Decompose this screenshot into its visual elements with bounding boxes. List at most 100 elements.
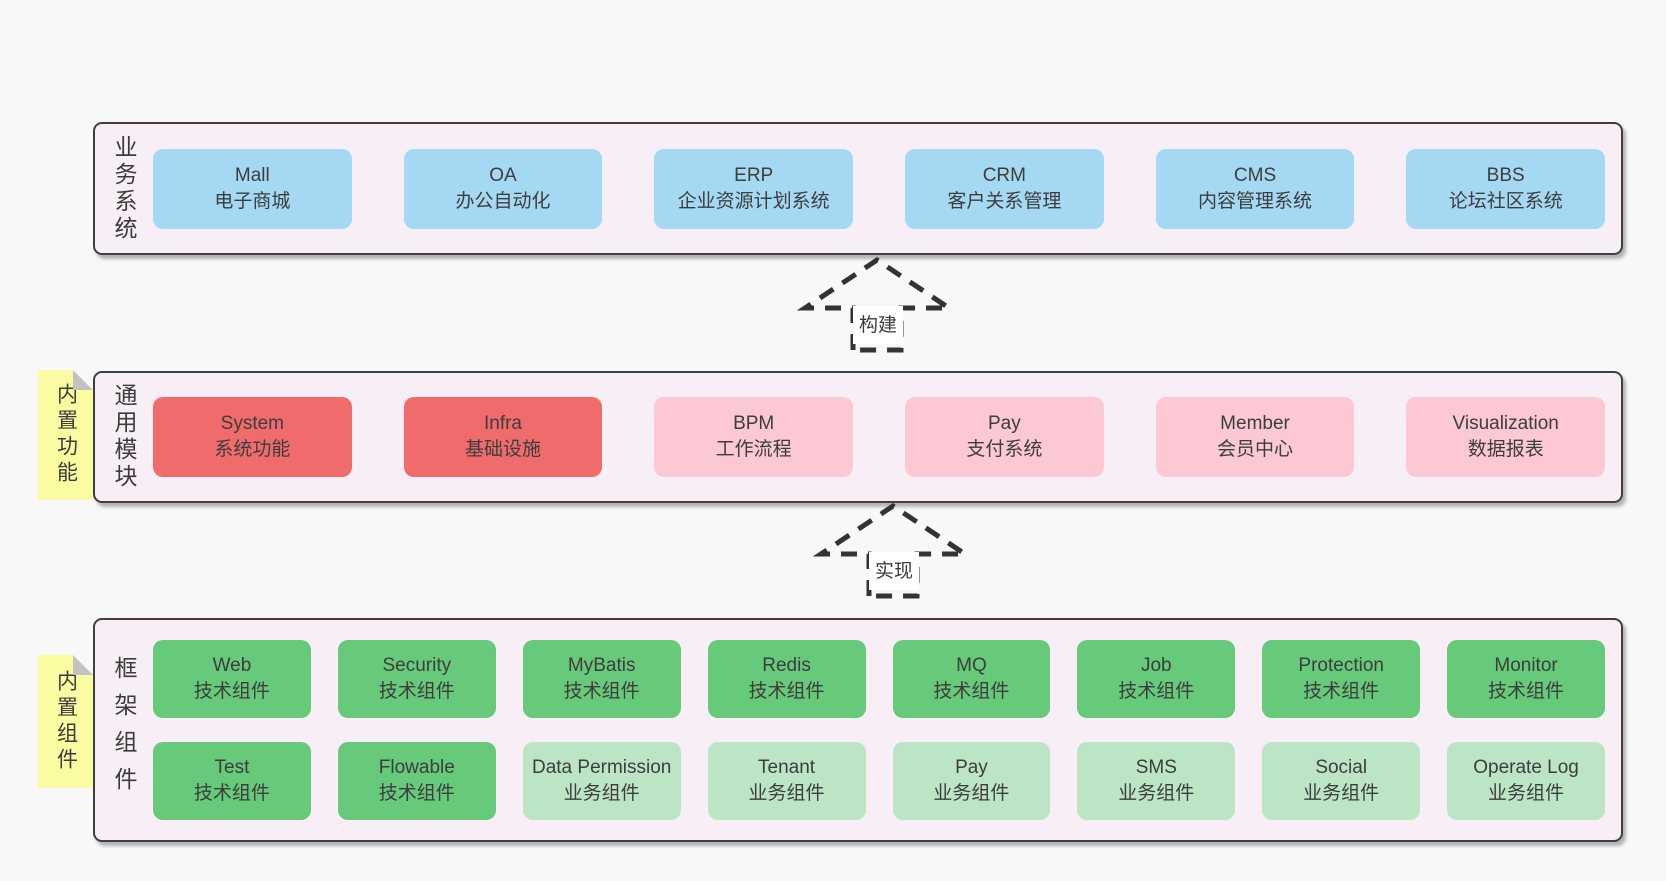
- component-box-sms: SMS 业务组件: [1077, 742, 1236, 820]
- component-name-en: BBS: [1486, 164, 1525, 186]
- component-name-en: Operate Log: [1473, 757, 1579, 778]
- component-box-security: Security 技术组件: [337, 640, 496, 718]
- component-name-en: Data Permission: [531, 757, 672, 778]
- component-name-en: Infra: [483, 413, 523, 434]
- component-name-zh: 业务组件: [933, 783, 1010, 804]
- box-row: System 系统功能 Infra 基础设施 BPM 工作流程 Pay 支付系统 Member 会…: [153, 397, 1606, 477]
- sticky-note-built-in-features: 内置功能: [38, 370, 93, 500]
- component-name-en: CRM: [982, 164, 1026, 186]
- component-name-zh: 业务组件: [1303, 783, 1380, 804]
- component-name-en: Job: [1140, 655, 1172, 676]
- component-name-zh: 工作流程: [715, 439, 792, 460]
- component-name-zh: 技术组件: [1118, 681, 1195, 702]
- sticky-note-label: 内置组件: [54, 669, 78, 774]
- component-box-bpm: BPM 工作流程: [654, 397, 854, 477]
- component-box-protection: Protection 技术组件: [1262, 640, 1421, 718]
- component-name-en: MyBatis: [567, 655, 636, 676]
- panel-modules-rows: System 系统功能 Infra 基础设施 BPM 工作流程 Pay 支付系统 Member 会…: [153, 373, 1621, 501]
- component-box-bbs: BBS 论坛社区系统: [1406, 148, 1606, 229]
- component-name-en: CMS: [1233, 164, 1277, 186]
- component-name-zh: 技术组件: [1488, 681, 1565, 702]
- component-name-zh: 业务组件: [748, 783, 825, 804]
- component-name-zh: 支付系统: [966, 439, 1043, 460]
- arrow-label-implement: 实现: [869, 552, 919, 590]
- component-box-tenant: Tenant 业务组件: [707, 742, 866, 820]
- component-name-en: Protection: [1298, 655, 1384, 676]
- component-name-zh: 技术组件: [378, 783, 455, 804]
- component-box-operate-log: Operate Log 业务组件: [1447, 742, 1605, 820]
- panel-label-framework-components: 框架组件: [111, 656, 137, 804]
- component-name-en: ERP: [734, 164, 774, 186]
- component-box-visualization: Visualization 数据报表: [1406, 397, 1606, 477]
- component-name-en: System: [220, 413, 285, 434]
- panel-label-common-modules: 通用模块: [111, 383, 137, 491]
- component-name-zh: 基础设施: [465, 439, 542, 460]
- component-name-en: OA: [489, 164, 517, 186]
- component-name-en: MQ: [956, 655, 987, 676]
- component-name-en: Social: [1315, 757, 1368, 778]
- component-box-infra: Infra 基础设施: [403, 397, 603, 477]
- component-name-zh: 技术组件: [193, 783, 270, 804]
- component-name-zh: 技术组件: [378, 681, 455, 702]
- component-box-oa: OA 办公自动化: [403, 148, 603, 229]
- panel-common-modules: 通用模块 System 系统功能 Infra 基础设施 BPM 工作流程 Pay 支付系统 Me…: [93, 371, 1623, 503]
- component-name-en: Mall: [234, 164, 270, 186]
- component-box-social: Social 业务组件: [1262, 742, 1421, 820]
- component-name-zh: 会员中心: [1217, 439, 1294, 460]
- component-name-en: Redis: [762, 655, 811, 676]
- arrow-label-build: 构建: [853, 306, 903, 344]
- panel-framework-components: 框架组件 Web 技术组件 Security 技术组件 MyBatis 技术组件 Redis…: [93, 618, 1623, 842]
- dashed-up-arrow-implement: [812, 502, 974, 599]
- component-box-pay: Pay 支付系统: [905, 397, 1104, 477]
- component-name-zh: 业务组件: [1118, 783, 1195, 804]
- component-box-system: System 系统功能: [153, 397, 352, 477]
- component-name-en: Security: [382, 655, 452, 676]
- component-name-en: Web: [212, 655, 252, 676]
- dashed-up-arrow-build: [796, 256, 958, 353]
- component-name-en: BPM: [733, 413, 775, 434]
- component-box-flowable: Flowable 技术组件: [337, 742, 496, 820]
- component-box-pay: Pay 业务组件: [892, 742, 1051, 820]
- component-box-monitor: Monitor 技术组件: [1447, 640, 1605, 718]
- component-name-zh: 企业资源计划系统: [677, 190, 830, 212]
- component-name-en: Pay: [955, 757, 988, 778]
- component-name-en: Tenant: [758, 757, 816, 778]
- component-name-en: Member: [1220, 413, 1290, 434]
- component-box-erp: ERP 企业资源计划系统: [654, 148, 854, 229]
- component-name-en: Pay: [987, 413, 1021, 434]
- panel-label-business-systems: 业务系统: [111, 134, 137, 243]
- component-box-mybatis: MyBatis 技术组件: [522, 640, 681, 718]
- component-name-zh: 办公自动化: [455, 190, 551, 212]
- component-name-zh: 技术组件: [563, 681, 640, 702]
- component-name-zh: 技术组件: [1303, 681, 1380, 702]
- component-name-en: Monitor: [1494, 655, 1558, 676]
- component-name-zh: 业务组件: [563, 783, 640, 804]
- component-name-zh: 业务组件: [1488, 783, 1565, 804]
- component-name-zh: 论坛社区系统: [1448, 190, 1563, 212]
- component-name-en: Test: [214, 757, 250, 778]
- component-name-en: SMS: [1135, 757, 1177, 778]
- folded-corner-icon: [73, 370, 93, 390]
- component-name-zh: 客户关系管理: [947, 190, 1062, 212]
- component-box-test: Test 技术组件: [153, 742, 311, 820]
- component-name-en: Flowable: [378, 757, 455, 778]
- component-box-web: Web 技术组件: [153, 640, 311, 718]
- component-box-data-permission: Data Permission 业务组件: [522, 742, 681, 820]
- sticky-note-label: 内置功能: [54, 383, 78, 487]
- component-name-en: Visualization: [1452, 413, 1559, 434]
- folded-corner-icon: [73, 655, 93, 675]
- component-name-zh: 数据报表: [1467, 439, 1544, 460]
- component-box-crm: CRM 客户关系管理: [905, 148, 1104, 229]
- component-name-zh: 技术组件: [193, 681, 270, 702]
- component-name-zh: 系统功能: [214, 439, 291, 460]
